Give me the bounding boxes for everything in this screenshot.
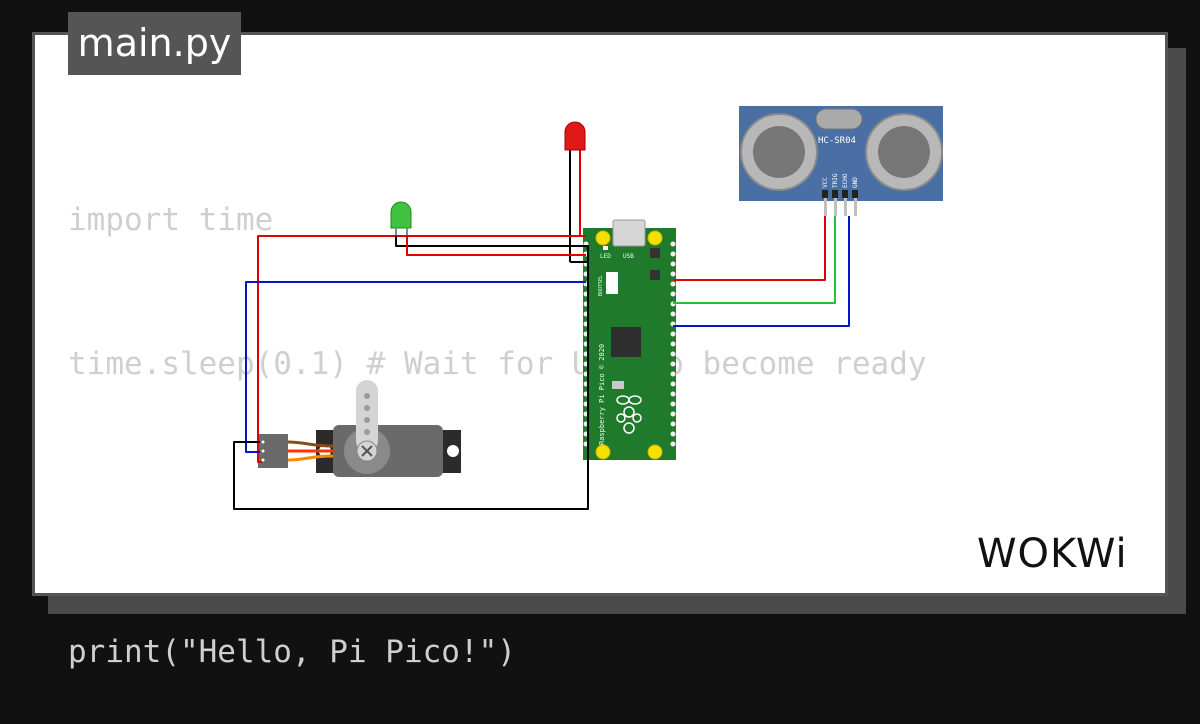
wokwi-logo-icon: WOKWi [977, 531, 1128, 577]
raspberry-logo-icon [616, 395, 642, 434]
onboard-led [603, 246, 608, 250]
sensor-model-label: HC-SR04 [818, 136, 856, 146]
pico-component [650, 248, 660, 258]
bootsel-button[interactable] [606, 272, 618, 294]
brand-logo-text: WOKWi [977, 531, 1128, 575]
transducer-right-mesh [878, 126, 930, 178]
wire-black-servo [233, 262, 589, 510]
led-label: LED [600, 253, 611, 260]
wire-echo [673, 216, 850, 327]
pin-label-echo: ECHO [842, 173, 849, 188]
servo-horn[interactable] [356, 380, 378, 452]
pico-mount-hole [647, 230, 663, 246]
pin-label-trig: TRIG [832, 173, 839, 188]
ultrasonic-sensor[interactable]: HC-SR04 VCC TRIG ECHO GND [739, 106, 943, 216]
servo-motor[interactable] [258, 380, 461, 477]
pico-component [650, 270, 660, 280]
bootsel-label: BOOTSEL [598, 275, 604, 296]
pin-label-vcc: VCC [822, 177, 829, 188]
pin-label-gnd: GND [852, 177, 859, 188]
wire-red-green-led [406, 236, 586, 256]
board-name-label: Raspberry Pi Pico © 2020 [598, 344, 606, 445]
wokwi-logo[interactable]: WOKWi [975, 525, 1155, 577]
pico-mount-hole [647, 444, 663, 460]
rp2040-chip [611, 327, 641, 357]
green-led-body [390, 201, 412, 229]
red-led-body [564, 121, 586, 151]
pico-component [612, 381, 624, 389]
pico-pins-right [670, 241, 676, 447]
wire-red-servo [257, 235, 586, 463]
transducer-left-mesh [753, 126, 805, 178]
sensor-pin-leads [824, 198, 857, 216]
pico-mount-hole [595, 230, 611, 246]
code-line-1: import time [68, 202, 274, 238]
wire-blue-servo [245, 281, 586, 453]
code-line-4: print("Hello, Pi Pico!") [68, 634, 516, 670]
pico-board[interactable]: LED USB BOOTSEL Raspberry Pi Pico © 2020 [583, 219, 676, 460]
file-tab[interactable]: main.py [68, 12, 241, 75]
green-led[interactable] [390, 201, 412, 236]
sensor-header-pins [822, 190, 858, 198]
circuit-diagram: LED USB BOOTSEL Raspberry Pi Pico © 2020… [233, 106, 943, 510]
red-led[interactable] [564, 121, 586, 262]
usb-port [612, 219, 646, 247]
pico-mount-hole [595, 444, 611, 460]
servo-mount-hole [447, 445, 459, 457]
wire-trig [673, 216, 836, 304]
wires [233, 216, 850, 510]
crystal-oscillator [815, 108, 863, 130]
code-line-2: time.sleep(0.1) # Wait for USB to become… [68, 346, 927, 382]
wire-vcc [673, 216, 826, 281]
wire-black-green-led [395, 236, 589, 262]
usb-label: USB [623, 253, 634, 260]
